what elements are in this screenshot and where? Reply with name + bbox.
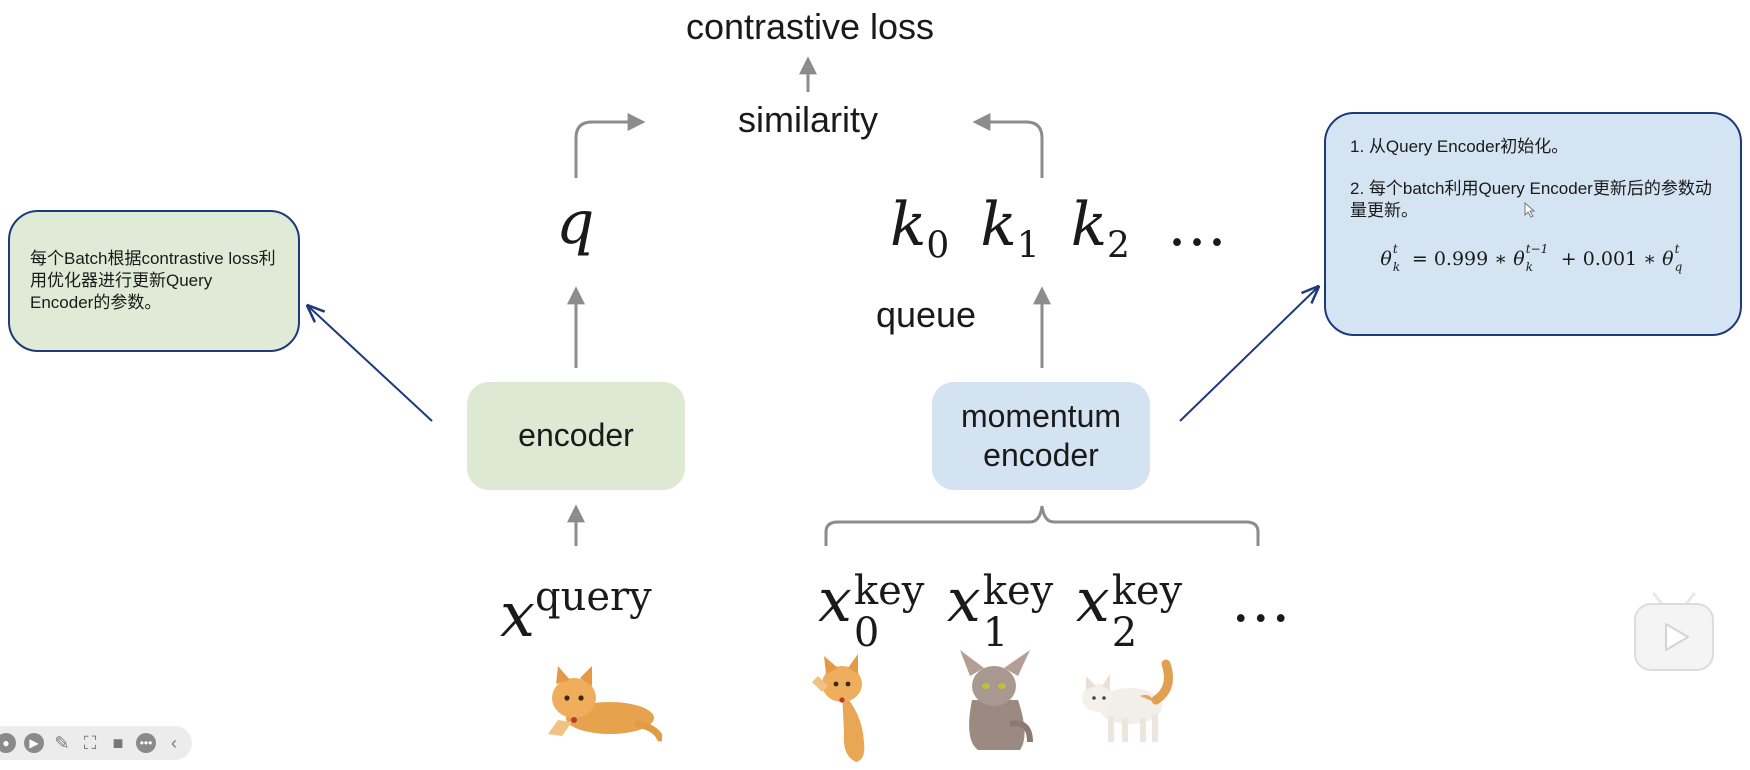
momentum-encoder-line1: momentum [960,397,1122,434]
toolbar-collapse-icon[interactable]: ‹ [171,732,177,753]
right-annotation-item-1: 1. 从Query Encoder初始化。 [1350,137,1569,156]
cat-white-standing-image [1082,659,1173,742]
q-symbol: q [556,188,595,258]
key-inputs-brace [824,505,1260,546]
left-annotation-text: 每个Batch根据contrastive loss利用优化器进行更新Query … [30,249,276,312]
cat-orange-reaching-image [812,654,865,762]
toolbar-more-icon[interactable]: ••• [136,733,156,753]
right-annotation-item-2: 2. 每个batch利用Query Encoder更新后的参数动量更新。 [1350,178,1712,220]
toolbar-play-icon[interactable]: ▶ [24,733,44,753]
toolbar-pen-icon[interactable]: ✎ [54,732,70,753]
right-annotation-note: 1. 从Query Encoder初始化。 2. 每个batch利用Query … [1324,112,1742,336]
annotation-arrow-right [1179,287,1318,422]
keys-row: k0 k1 k2 … [890,190,1227,267]
x-key-ellipsis: … [1230,566,1291,636]
momentum-encoder-box: momentum encoder [932,382,1150,490]
key-1: k1 [980,190,1040,267]
encoder-box: encoder [467,382,685,490]
similarity-label: similarity [738,99,878,140]
left-annotation-note: 每个Batch根据contrastive loss利用优化器进行更新Query … [8,210,300,352]
arrow-q-to-similarity [574,113,646,178]
annotation-arrow-left [308,306,433,422]
key-0: k0 [890,190,950,267]
toolbar-prev-icon[interactable]: ● [0,733,16,753]
mouse-cursor-icon [1524,202,1536,218]
contrastive-loss-label: contrastive loss [685,6,935,47]
cat-orange-lying-image [548,666,662,742]
toolbar-screenshot-icon[interactable]: ⛶ [83,732,97,753]
encoder-label: encoder [518,417,634,454]
key-2: k2 [1070,190,1130,267]
play-watermark-icon[interactable] [1632,592,1716,674]
momentum-encoder-line2: encoder [983,437,1099,473]
queue-label: queue [875,294,977,335]
cat-sphynx-image [960,650,1033,750]
arrow-keys-to-similarity [972,113,1044,178]
x-query-sup: query [534,574,652,620]
toolbar-camera-icon[interactable]: ■ [112,732,124,753]
x-query-symbol: xquery [500,574,652,651]
keys-ellipsis: … [1167,190,1228,260]
presentation-toolbar: ● ▶ ✎ ⛶ ■ ••• ‹ [0,726,192,760]
x-query-base: x [500,578,535,651]
